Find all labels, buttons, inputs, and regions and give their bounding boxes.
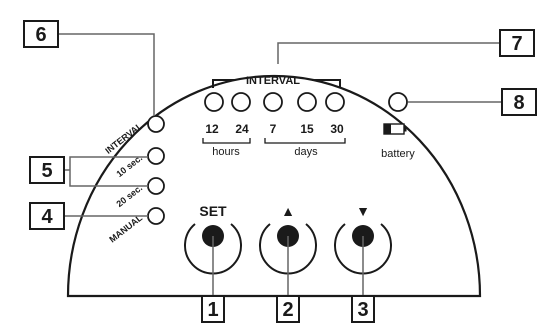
leader-5 <box>64 156 148 187</box>
mode-leds <box>147 115 165 225</box>
svg-text:1: 1 <box>207 299 218 321</box>
led-30-days <box>325 92 345 112</box>
svg-text:3: 3 <box>357 299 368 321</box>
interval-leds <box>204 92 345 112</box>
hours-bracket <box>202 138 251 144</box>
callout-8: 8 <box>501 88 537 116</box>
svg-text:4: 4 <box>41 206 53 228</box>
hours-value-24: 24 <box>235 122 249 136</box>
callout-leaders <box>58 33 502 296</box>
battery-label: battery <box>381 148 415 160</box>
up-arrow-icon: ▲ <box>281 203 295 219</box>
led-7-days <box>263 92 283 112</box>
callout-5: 5 <box>29 156 65 184</box>
days-value-15: 15 <box>300 122 314 136</box>
hours-label: hours <box>212 146 240 158</box>
down-arrow-icon: ▼ <box>356 203 370 219</box>
svg-text:5: 5 <box>41 160 52 182</box>
hours-value-12: 12 <box>205 122 219 136</box>
days-value-7: 7 <box>270 122 277 136</box>
led-24-hours <box>231 92 251 112</box>
led-10sec-mode <box>147 147 165 165</box>
leader-6 <box>58 33 155 116</box>
interval-header-group: INTERVAL <box>212 75 341 88</box>
svg-text:2: 2 <box>282 299 293 321</box>
set-label: SET <box>199 203 227 219</box>
days-label: days <box>294 146 318 158</box>
callout-7: 7 <box>499 29 535 57</box>
interval-header: INTERVAL <box>246 75 300 87</box>
leader-7 <box>277 42 500 64</box>
battery-led <box>388 92 408 112</box>
callout-3: 3 <box>351 295 375 323</box>
svg-text:6: 6 <box>35 24 46 46</box>
led-manual-mode <box>147 207 165 225</box>
days-value-30: 30 <box>330 122 344 136</box>
battery-icon <box>383 123 407 135</box>
led-15-days <box>297 92 317 112</box>
svg-text:7: 7 <box>511 33 522 55</box>
days-bracket <box>264 138 346 144</box>
callout-1: 1 <box>201 295 225 323</box>
led-20sec-mode <box>147 177 165 195</box>
svg-text:8: 8 <box>513 92 524 114</box>
led-interval-mode <box>147 115 165 133</box>
callout-6: 6 <box>23 20 59 48</box>
callout-4: 4 <box>29 202 65 230</box>
callout-2: 2 <box>276 295 300 323</box>
device-housing <box>66 74 482 298</box>
led-12-hours <box>204 92 224 112</box>
